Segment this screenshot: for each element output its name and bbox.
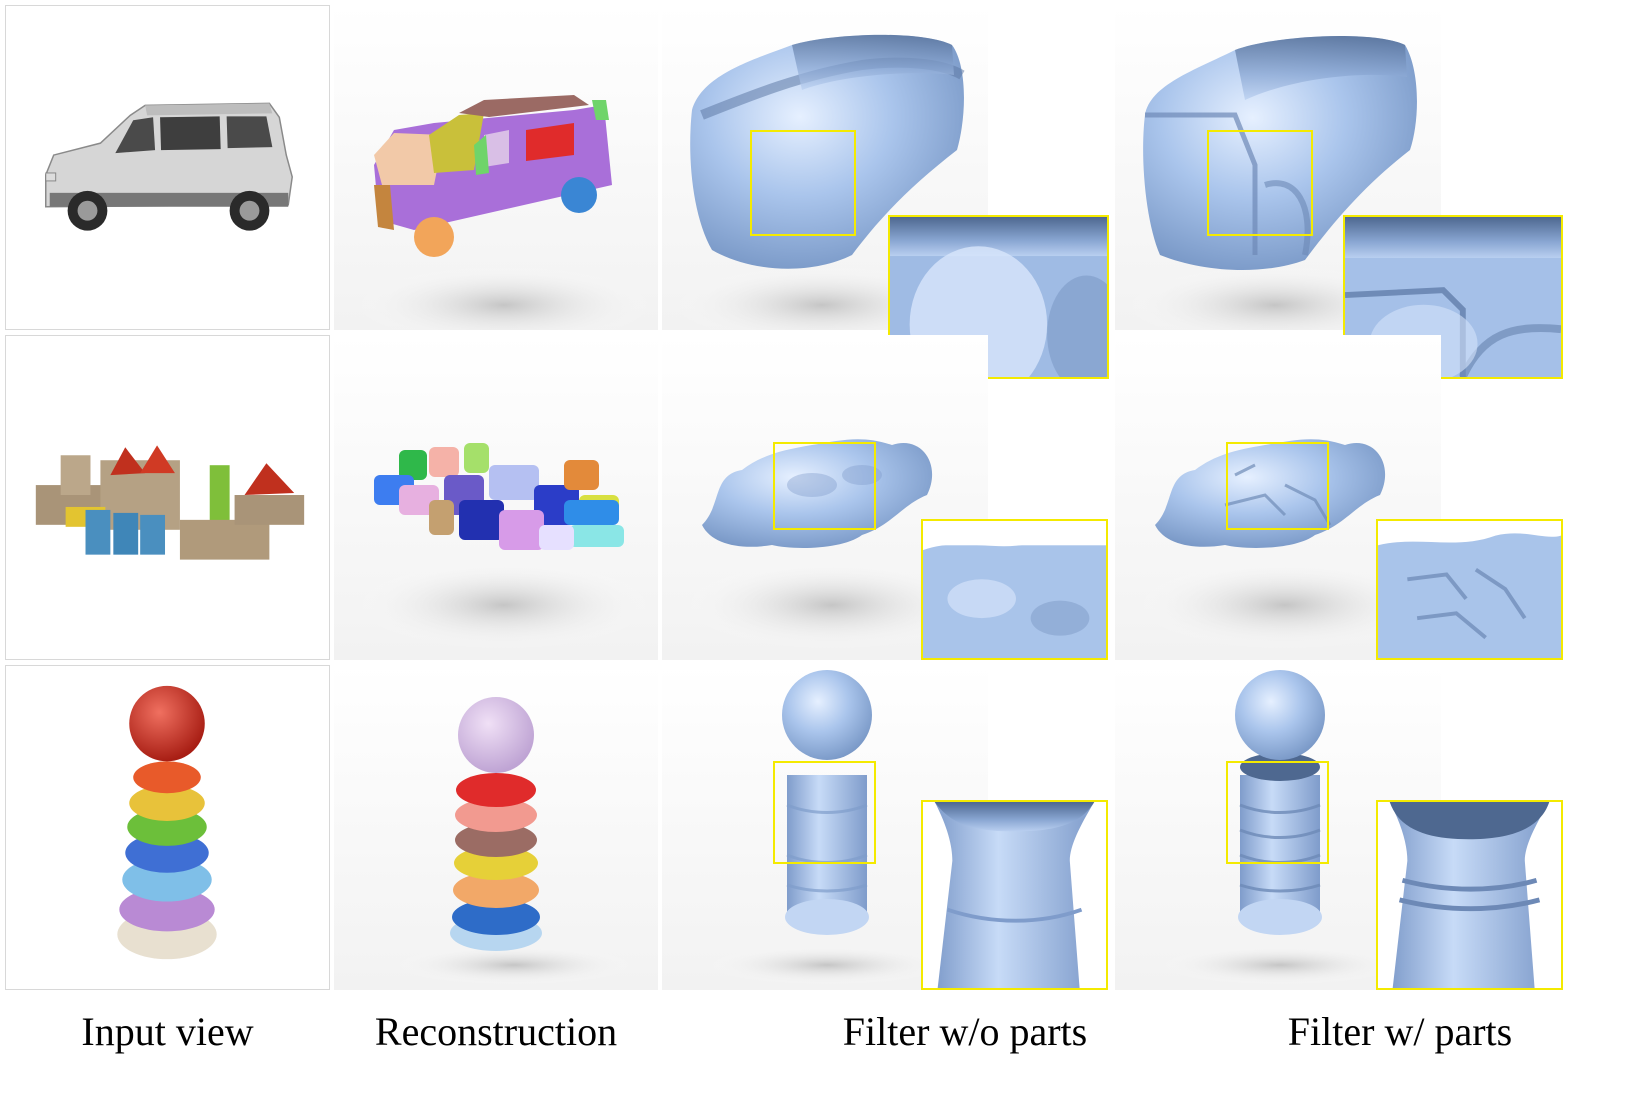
blocks-mesh-parts [1115,335,1441,660]
zoom-inset-stacker-parts [1376,800,1563,990]
reconstruction-blocks [334,335,658,660]
blocks-part-segmentation [334,335,658,660]
filter-parts-blocks [1115,335,1441,660]
zoom-box-stacker-no-parts [773,761,876,864]
reconstruction-stacker [334,665,658,990]
zoom-box-stacker-parts [1226,761,1329,864]
caption-filter-parts: Filter w/ parts [1287,1009,1513,1054]
caption-input-view: Input view [81,1009,254,1054]
caption-reconstruction: Reconstruction [374,1009,618,1054]
caption-filter-no-parts: Filter w/o parts [842,1009,1088,1054]
stacker-part-segmentation [334,665,658,990]
zoom-box-blocks-no-parts [773,442,876,530]
zoom-box-blocks-parts [1226,442,1329,530]
zoom-inset-blocks-no-parts [921,519,1108,660]
input-view-car [5,5,330,330]
blocks-photo [6,336,329,659]
zoom-box-car-no-parts [750,130,856,236]
car-mesh-parts [1115,5,1441,330]
input-view-blocks [5,335,330,660]
input-view-stacker [5,665,330,990]
reconstruction-car [334,5,658,330]
zoom-inset-stacker-no-parts [921,800,1108,990]
zoom-inset-car-no-parts [888,215,1109,379]
car-part-segmentation [334,5,658,330]
zoom-box-car-parts [1207,130,1313,236]
car-photo [6,6,329,329]
zoom-inset-blocks-parts [1376,519,1563,660]
filter-parts-car [1115,5,1441,330]
stacker-photo [6,666,329,989]
